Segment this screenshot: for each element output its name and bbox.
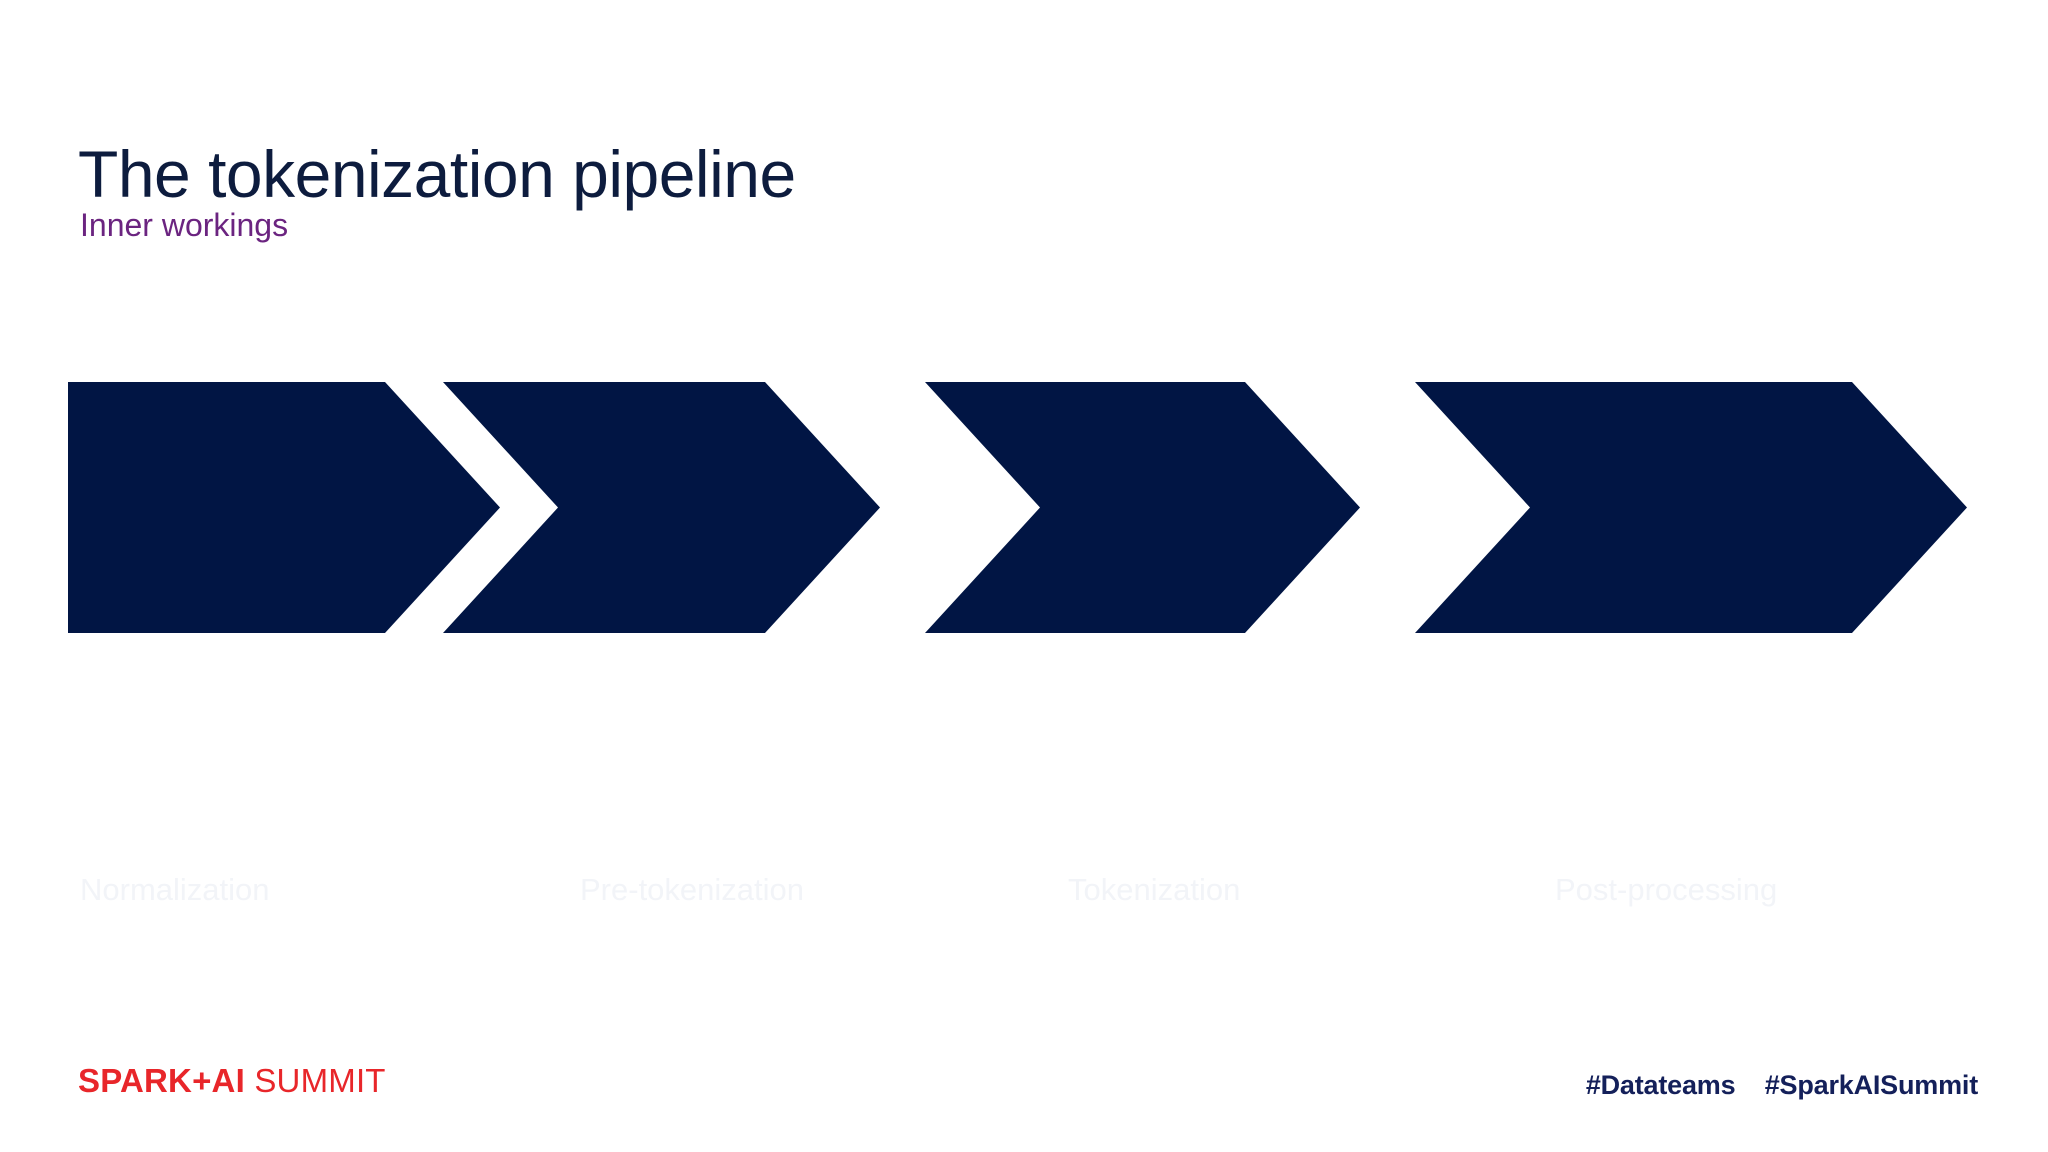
footer-hashtags: #Datateams #SparkAISummit <box>1586 1070 1978 1101</box>
page-title: The tokenization pipeline <box>78 137 796 212</box>
event-logo-bold: SPARK+AI <box>78 1062 245 1099</box>
page-subtitle: Inner workings <box>80 207 289 243</box>
pipeline-chevron-4[interactable] <box>1415 382 1967 633</box>
pipeline-step-label-4: Post-processing <box>1555 871 1778 907</box>
pipeline-diagram: Normalization Pre-tokenization Tokenizat… <box>0 382 2048 907</box>
pipeline-step-label-2: Pre-tokenization <box>580 871 805 907</box>
pipeline-chevron-1[interactable] <box>68 382 500 633</box>
pipeline-step-label-1: Normalization <box>80 871 270 907</box>
hashtag-datateams: #Datateams <box>1585 1070 1736 1100</box>
event-logo-light: SUMMIT <box>244 1062 386 1099</box>
pipeline-chevron-2[interactable] <box>443 382 880 633</box>
event-logo: SPARK+AI SUMMIT <box>78 1062 386 1100</box>
hashtag-sparkaisummit: #SparkAISummit <box>1764 1070 1978 1100</box>
pipeline-chevron-3[interactable] <box>925 382 1360 633</box>
pipeline-step-label-3: Tokenization <box>1068 871 1241 907</box>
